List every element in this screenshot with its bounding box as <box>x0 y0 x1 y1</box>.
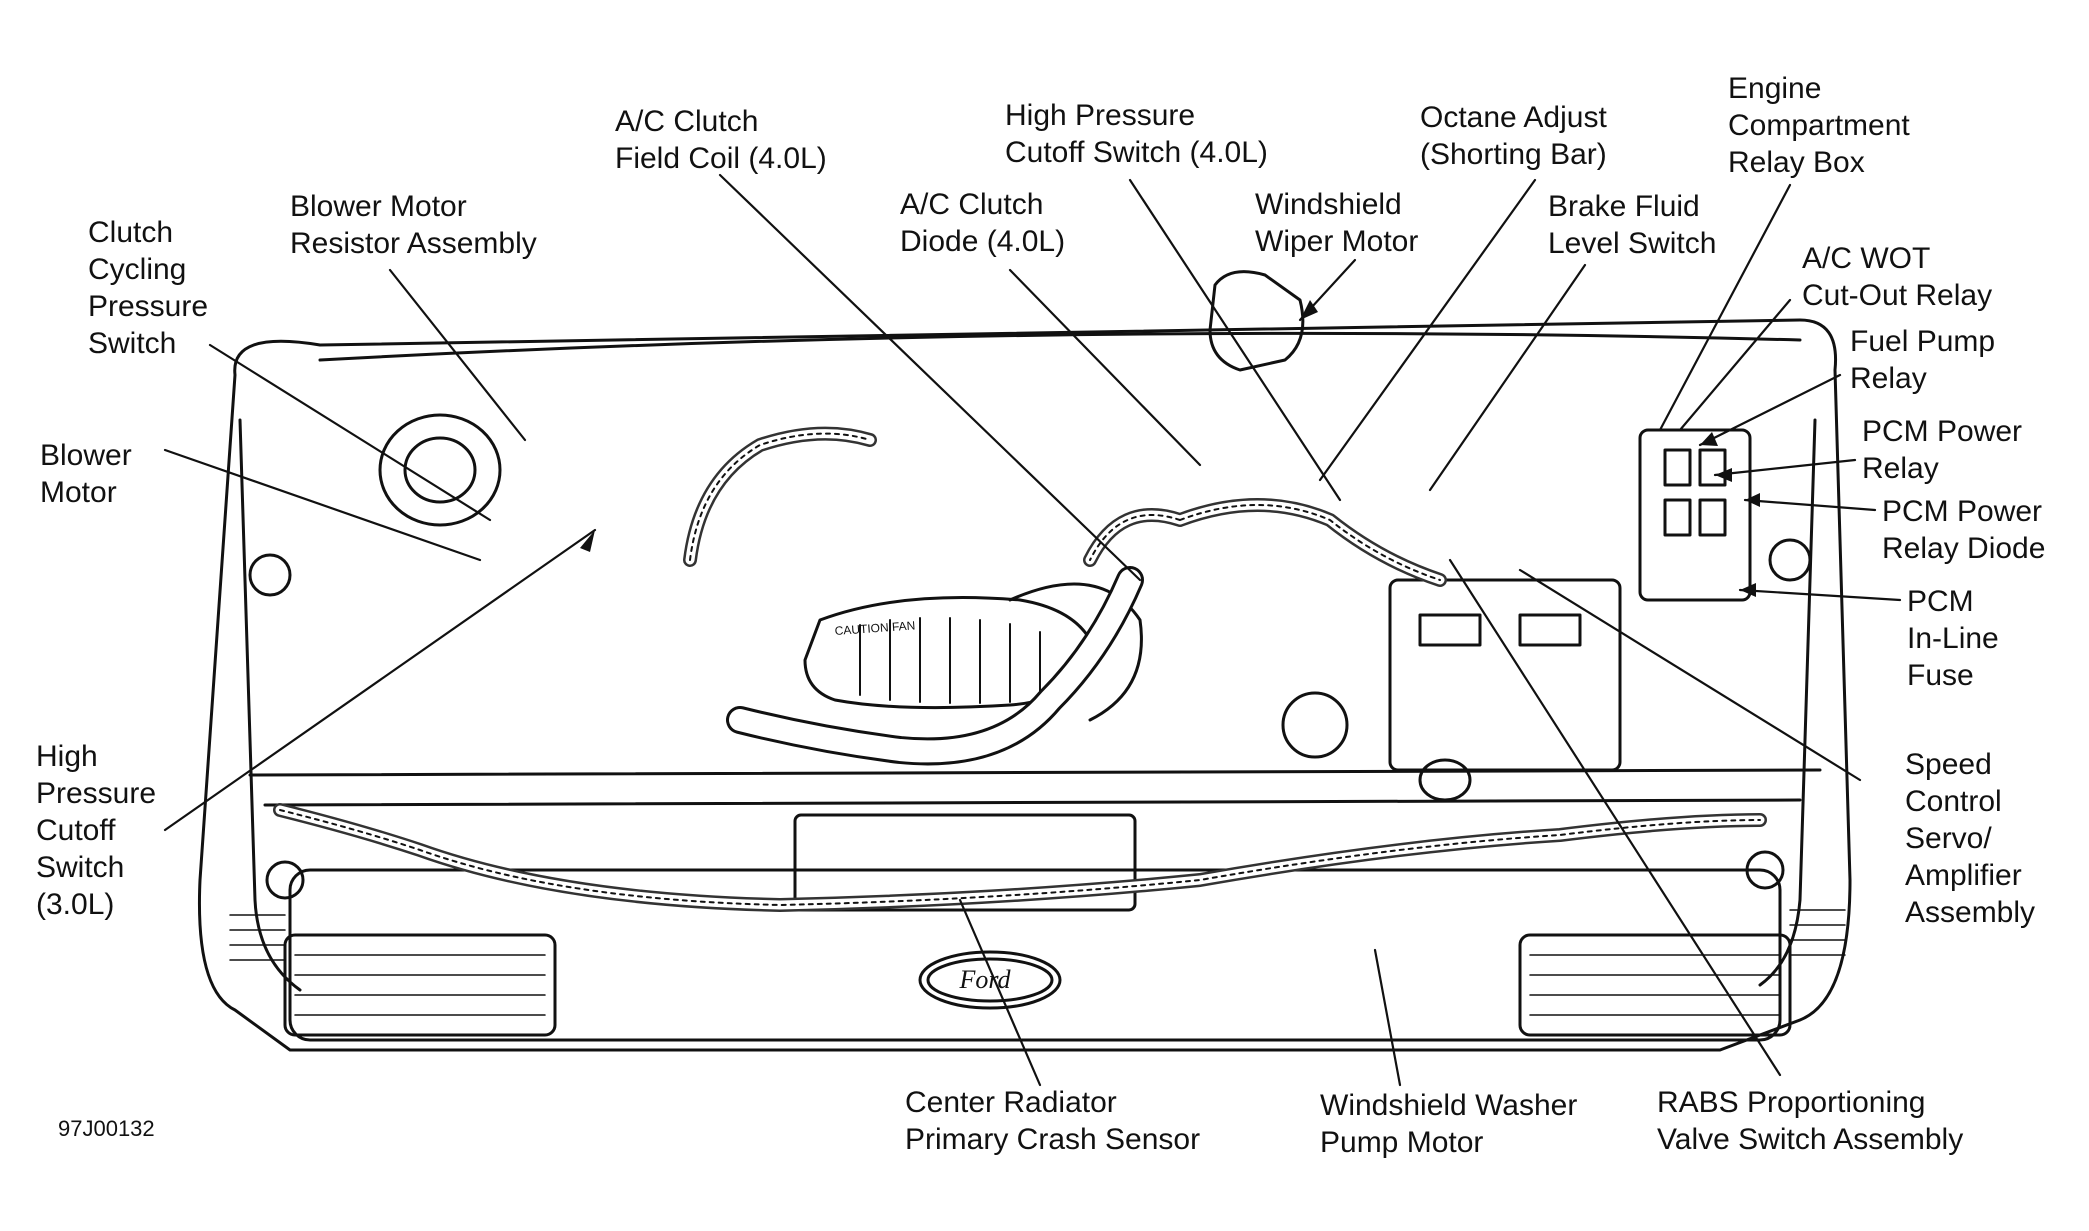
leader-pcm-diode <box>1743 498 1877 512</box>
ford-emblem-text: Ford <box>958 965 1011 994</box>
wiper-motor <box>1208 270 1305 372</box>
connector-right <box>1745 850 1785 890</box>
battery <box>1388 578 1622 772</box>
headlamp-right <box>1518 933 1792 1037</box>
leader-fuel-pump <box>1698 373 1842 447</box>
leader-octane <box>1318 178 1537 482</box>
label-octane-adjust: Octane Adjust(Shorting Bar) <box>1420 101 1607 171</box>
arrow-heads <box>580 300 1760 597</box>
leader-washer-pump <box>1373 948 1402 1087</box>
leader-crash-sensor <box>958 898 1042 1087</box>
grille-hatch <box>229 909 1846 961</box>
ford-emblem <box>918 950 1062 1010</box>
leader-lines <box>163 173 1902 1087</box>
leader-pcm-relay <box>1713 458 1857 477</box>
leader-blower-motor <box>163 448 482 562</box>
leader-hp-cutoff-40 <box>1128 178 1342 502</box>
reservoir-cap <box>1281 691 1349 759</box>
cowl-line <box>318 331 1802 362</box>
headlamp-left <box>283 933 557 1037</box>
connector-left <box>265 860 305 900</box>
leader-speed-control <box>1518 568 1862 782</box>
leader-clutch-cycling <box>208 343 492 522</box>
leader-rabs <box>1448 558 1782 1077</box>
figure-code: 97J00132 <box>58 1116 155 1141</box>
leader-ac-field-coil <box>718 173 1142 582</box>
leader-hp-cutoff-30 <box>163 528 597 832</box>
leader-ac-diode <box>1008 268 1202 467</box>
leader-relay-box <box>1658 183 1792 432</box>
leader-brake-fluid <box>1428 263 1587 492</box>
leader-ac-wot <box>1678 298 1792 432</box>
blower-housing <box>378 413 502 527</box>
leader-blower-resistor <box>388 268 527 442</box>
body-outline <box>197 318 1852 1052</box>
leader-pcm-fuse <box>1738 588 1902 602</box>
hose-caution-text: CAUTION FAN <box>834 618 915 638</box>
relay-box <box>1638 428 1752 602</box>
